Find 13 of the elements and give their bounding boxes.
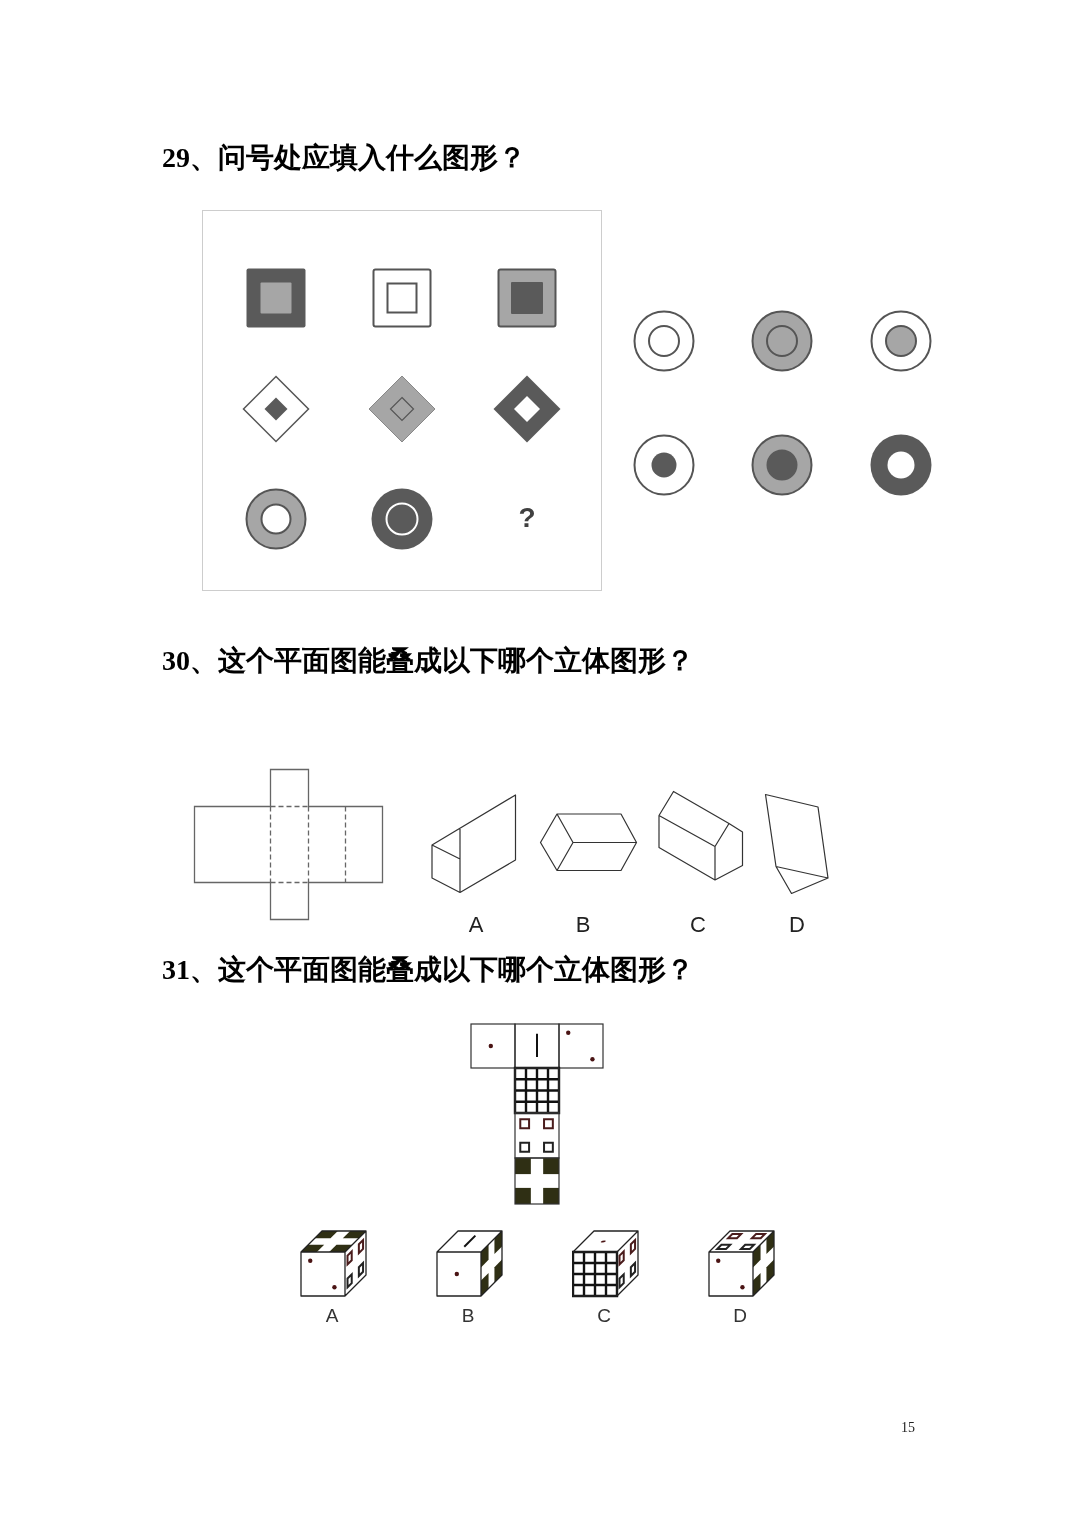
page-number: 15 (900, 1419, 916, 1437)
option-letter: D (788, 912, 806, 938)
option-letter: C (596, 1304, 612, 1328)
option-letter: B (574, 912, 592, 938)
question-text: 30、这个平面图能叠成以下哪个立体图形？ (162, 646, 694, 676)
question-text: 31、这个平面图能叠成以下哪个立体图形？ (162, 955, 694, 985)
option-letter: D (732, 1304, 748, 1328)
question-mark: ? (517, 502, 537, 534)
option-letter: B (460, 1304, 476, 1328)
option-letter: A (324, 1304, 340, 1328)
option-letter: A (467, 912, 485, 938)
question-text: 29、问号处应填入什么图形？ (162, 143, 526, 173)
option-letter: C (689, 912, 707, 938)
